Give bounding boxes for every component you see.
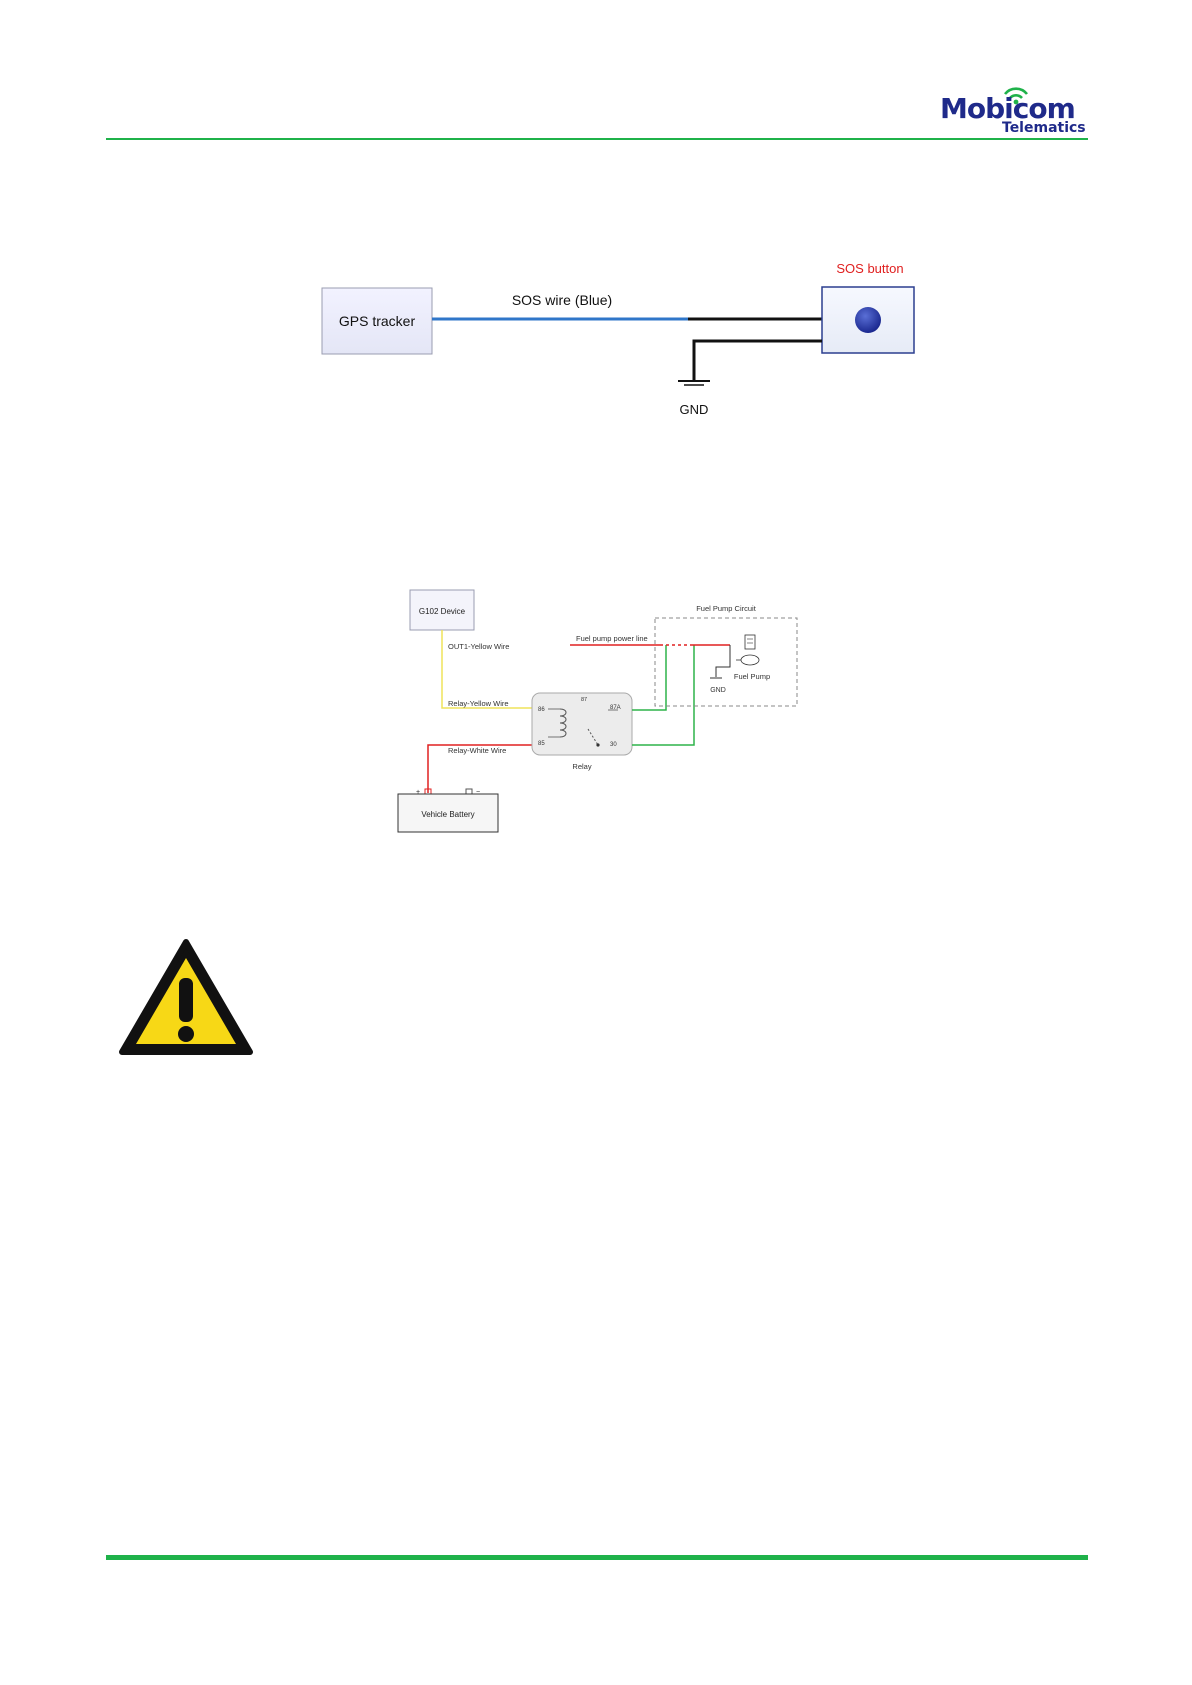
green-wire-87a: [632, 645, 666, 710]
header-rule: [106, 138, 1088, 140]
sos-button-dot: [855, 307, 881, 333]
relay-white-wire-label: Relay-White Wire: [448, 746, 506, 755]
vehicle-battery-label: Vehicle Battery: [421, 810, 474, 819]
relay-yellow-wire-label: Relay-Yellow Wire: [448, 699, 509, 708]
pin-85-label: 85: [538, 741, 545, 747]
out1-yellow-wire-label: OUT1-Yellow Wire: [448, 642, 509, 651]
logo-sub-text: Telematics: [1002, 120, 1086, 136]
fuel-pump-label: Fuel Pump: [734, 672, 770, 681]
pin-86-label: 86: [538, 707, 545, 713]
relay-wiring-diagram: G102 Device OUT1-Yellow Wire Relay-Yello…: [390, 585, 810, 841]
logo: Mobicom Telematics: [940, 84, 1090, 140]
green-wire-30: [632, 645, 694, 745]
g102-device-label: G102 Device: [419, 607, 466, 616]
pump-ground-wire: [716, 645, 730, 677]
warning-triangle-icon: [118, 938, 254, 1058]
sos-wire-label: SOS wire (Blue): [512, 292, 612, 308]
pin-30-label: 30: [610, 742, 617, 748]
footer-rule: [106, 1555, 1088, 1560]
fuel-pump-circuit-title: Fuel Pump Circuit: [696, 604, 757, 613]
gnd-label: GND: [680, 402, 709, 417]
relay-common-node: [596, 743, 599, 746]
pin-87a-label: 87A: [610, 705, 621, 711]
fuel-pump-power-line-label: Fuel pump power line: [576, 634, 648, 643]
pump-gnd-label: GND: [710, 687, 726, 694]
fuel-pump-icon: [736, 635, 759, 665]
gps-tracker-label: GPS tracker: [339, 313, 416, 329]
sos-wiring-diagram: GPS tracker SOS wire (Blue) SOS button G…: [300, 250, 940, 430]
pin-87-label: 87: [581, 697, 587, 703]
relay-label: Relay: [572, 762, 591, 771]
battery-terminal-minus: [466, 789, 472, 794]
fuel-pump-circuit-box: [655, 618, 797, 706]
gnd-wire: [694, 341, 822, 380]
sos-button-label: SOS button: [836, 261, 903, 276]
